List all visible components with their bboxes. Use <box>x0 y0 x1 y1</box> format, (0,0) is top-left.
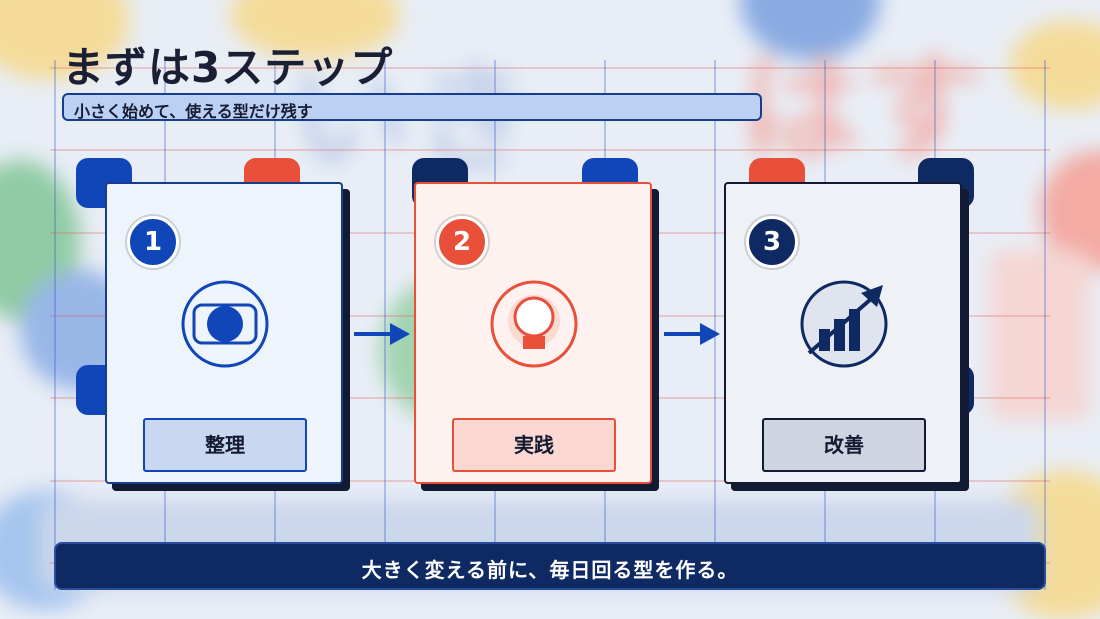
arrow-right-icon <box>354 323 410 345</box>
step-card-3: 3 改善 <box>724 182 962 484</box>
lightbulb-icon <box>489 279 579 369</box>
step-label-1: 整理 <box>143 418 307 472</box>
step-card-1: 1 整理 <box>105 182 343 484</box>
growth-chart-icon <box>799 279 889 369</box>
footer-banner: 大きく変える前に、毎日回る型を作る。 <box>54 542 1046 590</box>
subtitle-text: 小さく始めて、使える型だけ残す <box>74 102 313 121</box>
target-icon <box>180 279 270 369</box>
arrow-right-icon <box>664 323 720 345</box>
step-number-badge: 2 <box>436 216 488 268</box>
step-number-badge: 3 <box>746 216 798 268</box>
step-label-3: 改善 <box>762 418 926 472</box>
footer-message: 大きく変える前に、毎日回る型を作る。 <box>361 558 739 582</box>
subtitle-banner: 小さく始めて、使える型だけ残す <box>62 93 762 121</box>
step-label-2: 実践 <box>452 418 616 472</box>
step-number-badge: 1 <box>127 216 179 268</box>
step-card-2: 2 実践 <box>414 182 652 484</box>
page-title: まずは3ステップ <box>62 43 394 92</box>
